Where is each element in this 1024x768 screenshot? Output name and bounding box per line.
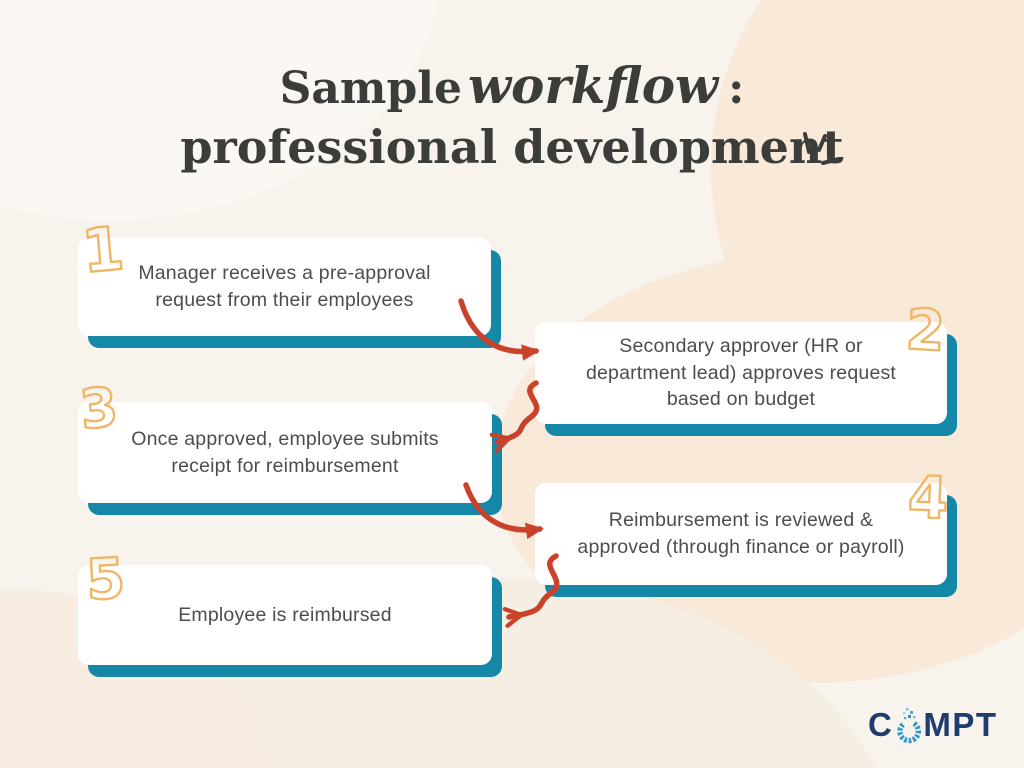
- step-card-5: Employee is reimbursed: [78, 565, 492, 665]
- step-card-2: Secondary approver (HR or department lea…: [535, 322, 947, 424]
- svg-text:5: 5: [84, 546, 126, 613]
- logo-letters-mpt: MPT: [923, 705, 998, 743]
- step-text: Reimbursement is reviewed & approved (th…: [577, 509, 905, 558]
- title-colon: :: [728, 63, 745, 114]
- step-number-1: 1: [78, 213, 128, 289]
- step-text: Once approved, employee submits receipt …: [131, 427, 439, 477]
- step-text: Manager receives a pre-approval request …: [138, 262, 431, 311]
- compt-logo: C MPT: [868, 702, 998, 746]
- title-word-sample: Sample: [279, 63, 462, 114]
- step-card-4: Reimbursement is reviewed & approved (th…: [535, 483, 947, 585]
- step-number-4: 4: [906, 462, 951, 534]
- logo-letter-c: C: [868, 705, 894, 743]
- svg-text:1: 1: [79, 214, 127, 287]
- logo-comet-o-icon: [897, 708, 922, 744]
- svg-text:3: 3: [77, 375, 121, 442]
- step-text: Secondary approver (HR or department lea…: [585, 334, 897, 411]
- title-word-workflow: workflow: [467, 56, 719, 115]
- svg-text:2: 2: [904, 298, 946, 365]
- sparkle-icon: [803, 132, 841, 165]
- step-number-2: 2: [903, 296, 948, 365]
- step-card-3: Once approved, employee submits receipt …: [78, 402, 492, 503]
- step-number-3: 3: [76, 374, 122, 443]
- svg-text:4: 4: [907, 463, 950, 532]
- step-card-1: Manager receives a pre-approval request …: [78, 238, 491, 336]
- step-number-5: 5: [83, 545, 128, 614]
- step-text: Employee is reimbursed: [178, 603, 392, 626]
- title-line-2: professional development: [180, 119, 844, 174]
